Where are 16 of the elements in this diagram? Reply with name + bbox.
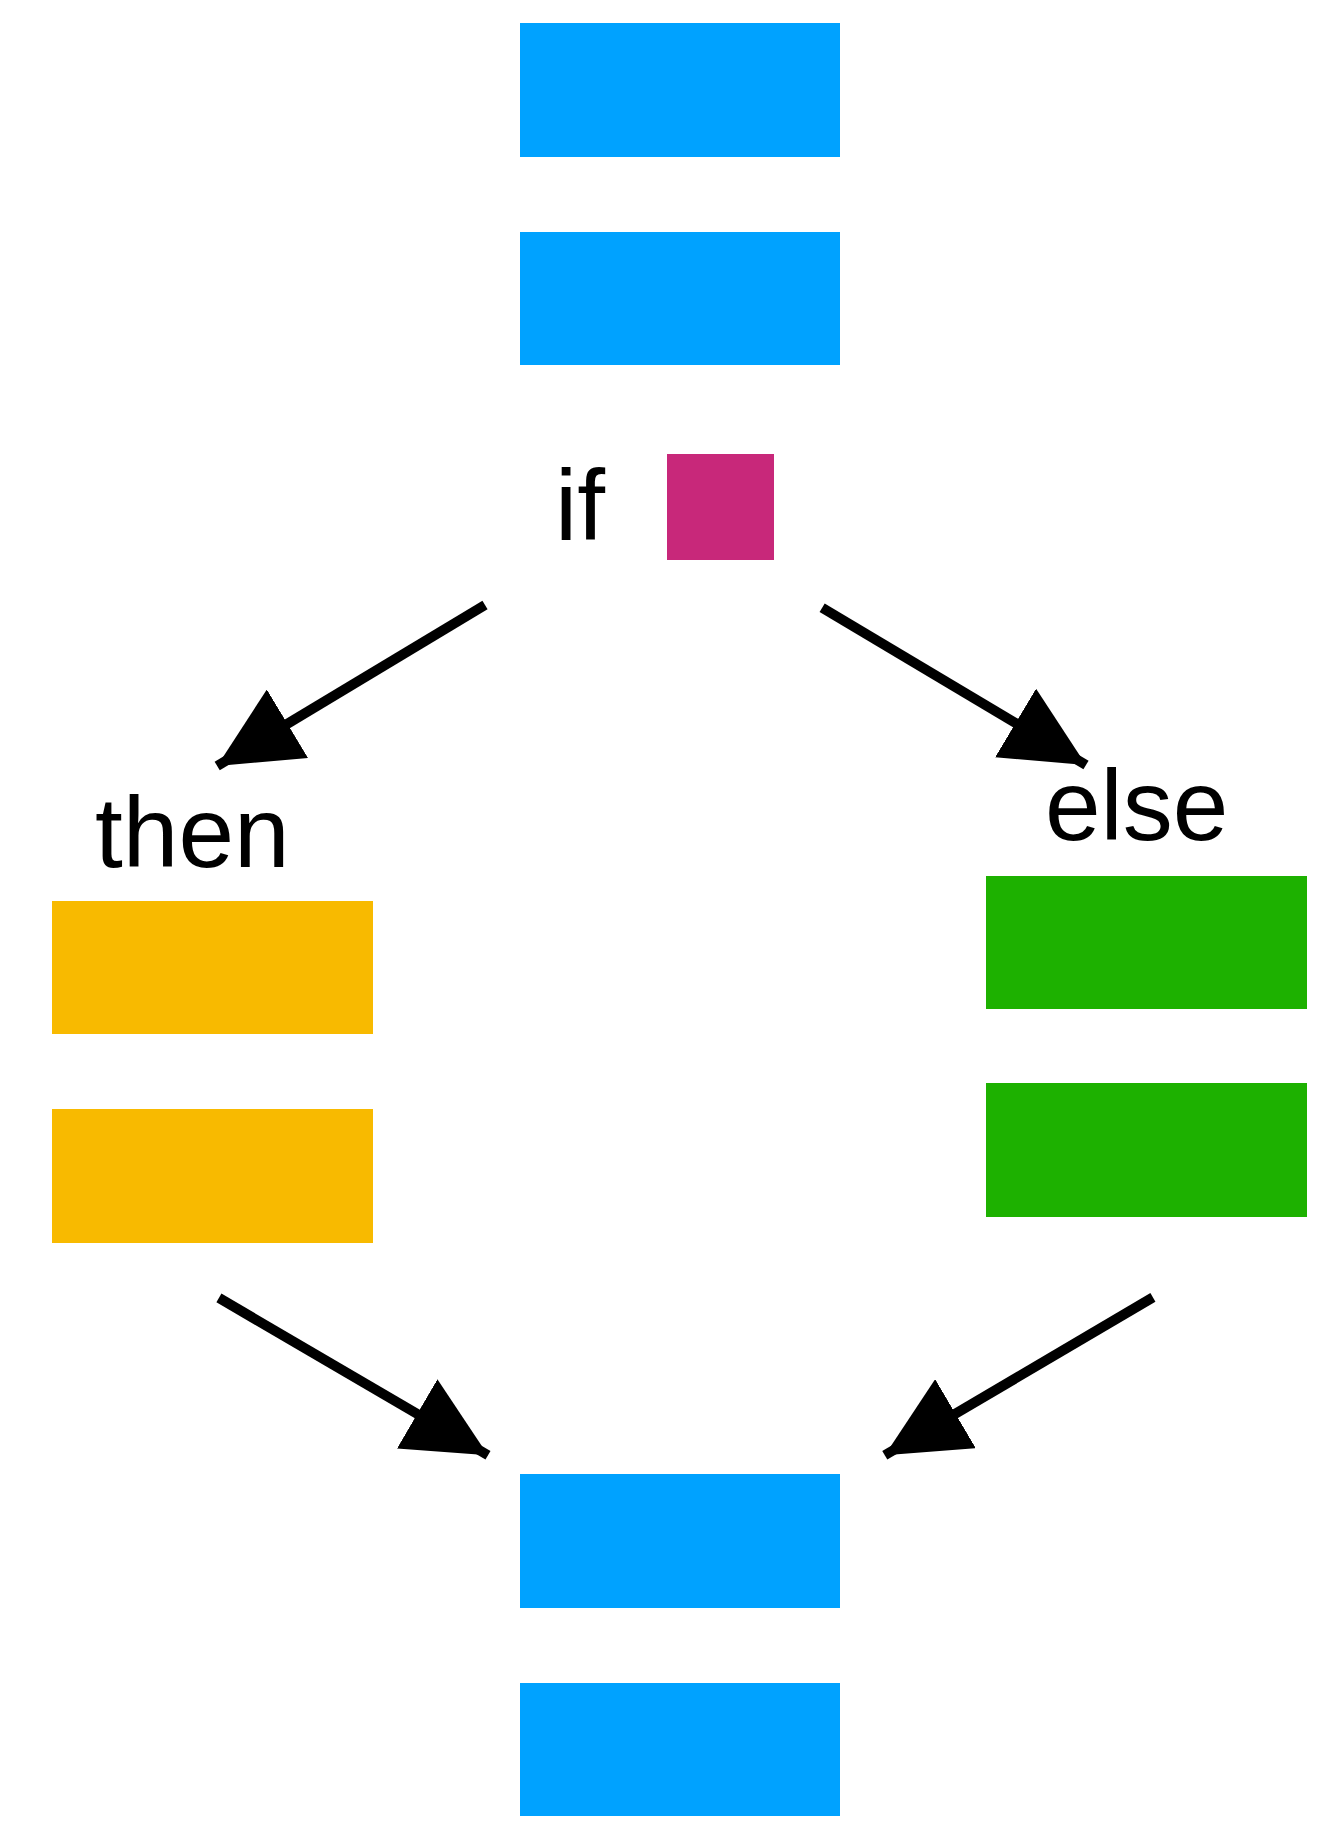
keyword-text: if	[555, 455, 605, 555]
keyword-text: else	[1045, 755, 1229, 855]
arrow	[214, 600, 488, 771]
keyword-text: then	[95, 782, 290, 882]
block	[520, 23, 840, 157]
block	[520, 1474, 840, 1608]
block	[667, 454, 774, 560]
block	[52, 901, 373, 1034]
block	[520, 1683, 840, 1816]
arrow	[882, 1293, 1156, 1460]
block	[986, 876, 1307, 1009]
block	[520, 232, 840, 365]
arrow	[819, 603, 1089, 770]
block	[52, 1109, 373, 1243]
arrow	[216, 1293, 491, 1460]
block	[986, 1083, 1307, 1217]
